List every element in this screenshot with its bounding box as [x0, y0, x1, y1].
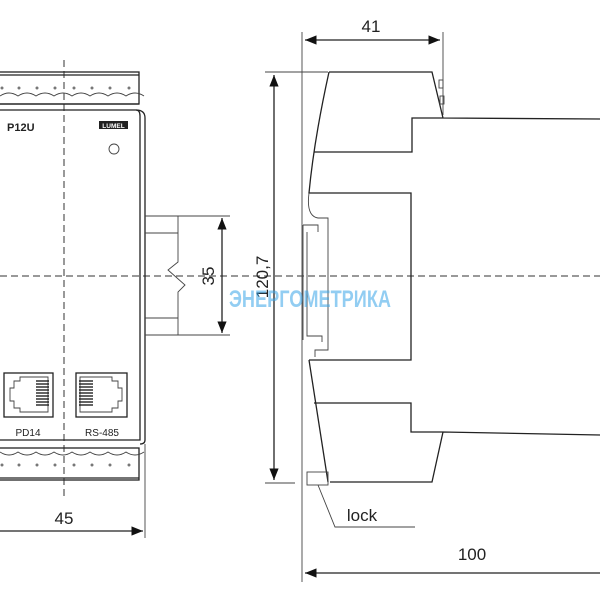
- total-depth-dimension-label: 100: [458, 545, 486, 564]
- lock-latch[interactable]: [306, 471, 329, 486]
- port-label-rs485: RS-485: [85, 428, 119, 439]
- device-body: [0, 109, 141, 441]
- housing-outline: [308, 71, 600, 483]
- watermark: ЭНЕРГОМЕТРИКА: [229, 286, 391, 313]
- din-rail-front: [145, 215, 230, 336]
- device-side-edge: [135, 109, 146, 445]
- svg-text:LUMEL: LUMEL: [102, 123, 124, 130]
- lock-leader-line: [317, 484, 415, 528]
- top-terminal-strip: [0, 71, 145, 105]
- status-led-icon: [108, 143, 120, 155]
- brand-logo: LUMEL: [99, 121, 128, 130]
- width-dimension-label: 45: [55, 509, 74, 528]
- rail-dimension-label: 35: [199, 267, 218, 286]
- side-view: 41 120,7 lock 100: [253, 17, 600, 582]
- bottom-terminal-strip: [0, 447, 145, 481]
- port-label-pd14: PD14: [15, 428, 40, 439]
- model-label: P12U: [7, 122, 35, 134]
- din-rail-side: [302, 192, 329, 357]
- rj-port-pd14: [3, 372, 54, 418]
- rj-port-rs485: [75, 372, 128, 418]
- lock-label: lock: [347, 506, 378, 525]
- front-depth-dimension-label: 41: [362, 17, 381, 36]
- height-dimension-label: 120,7: [253, 256, 272, 299]
- front-view: P12U LUMEL PD14 RS-485: [0, 71, 230, 538]
